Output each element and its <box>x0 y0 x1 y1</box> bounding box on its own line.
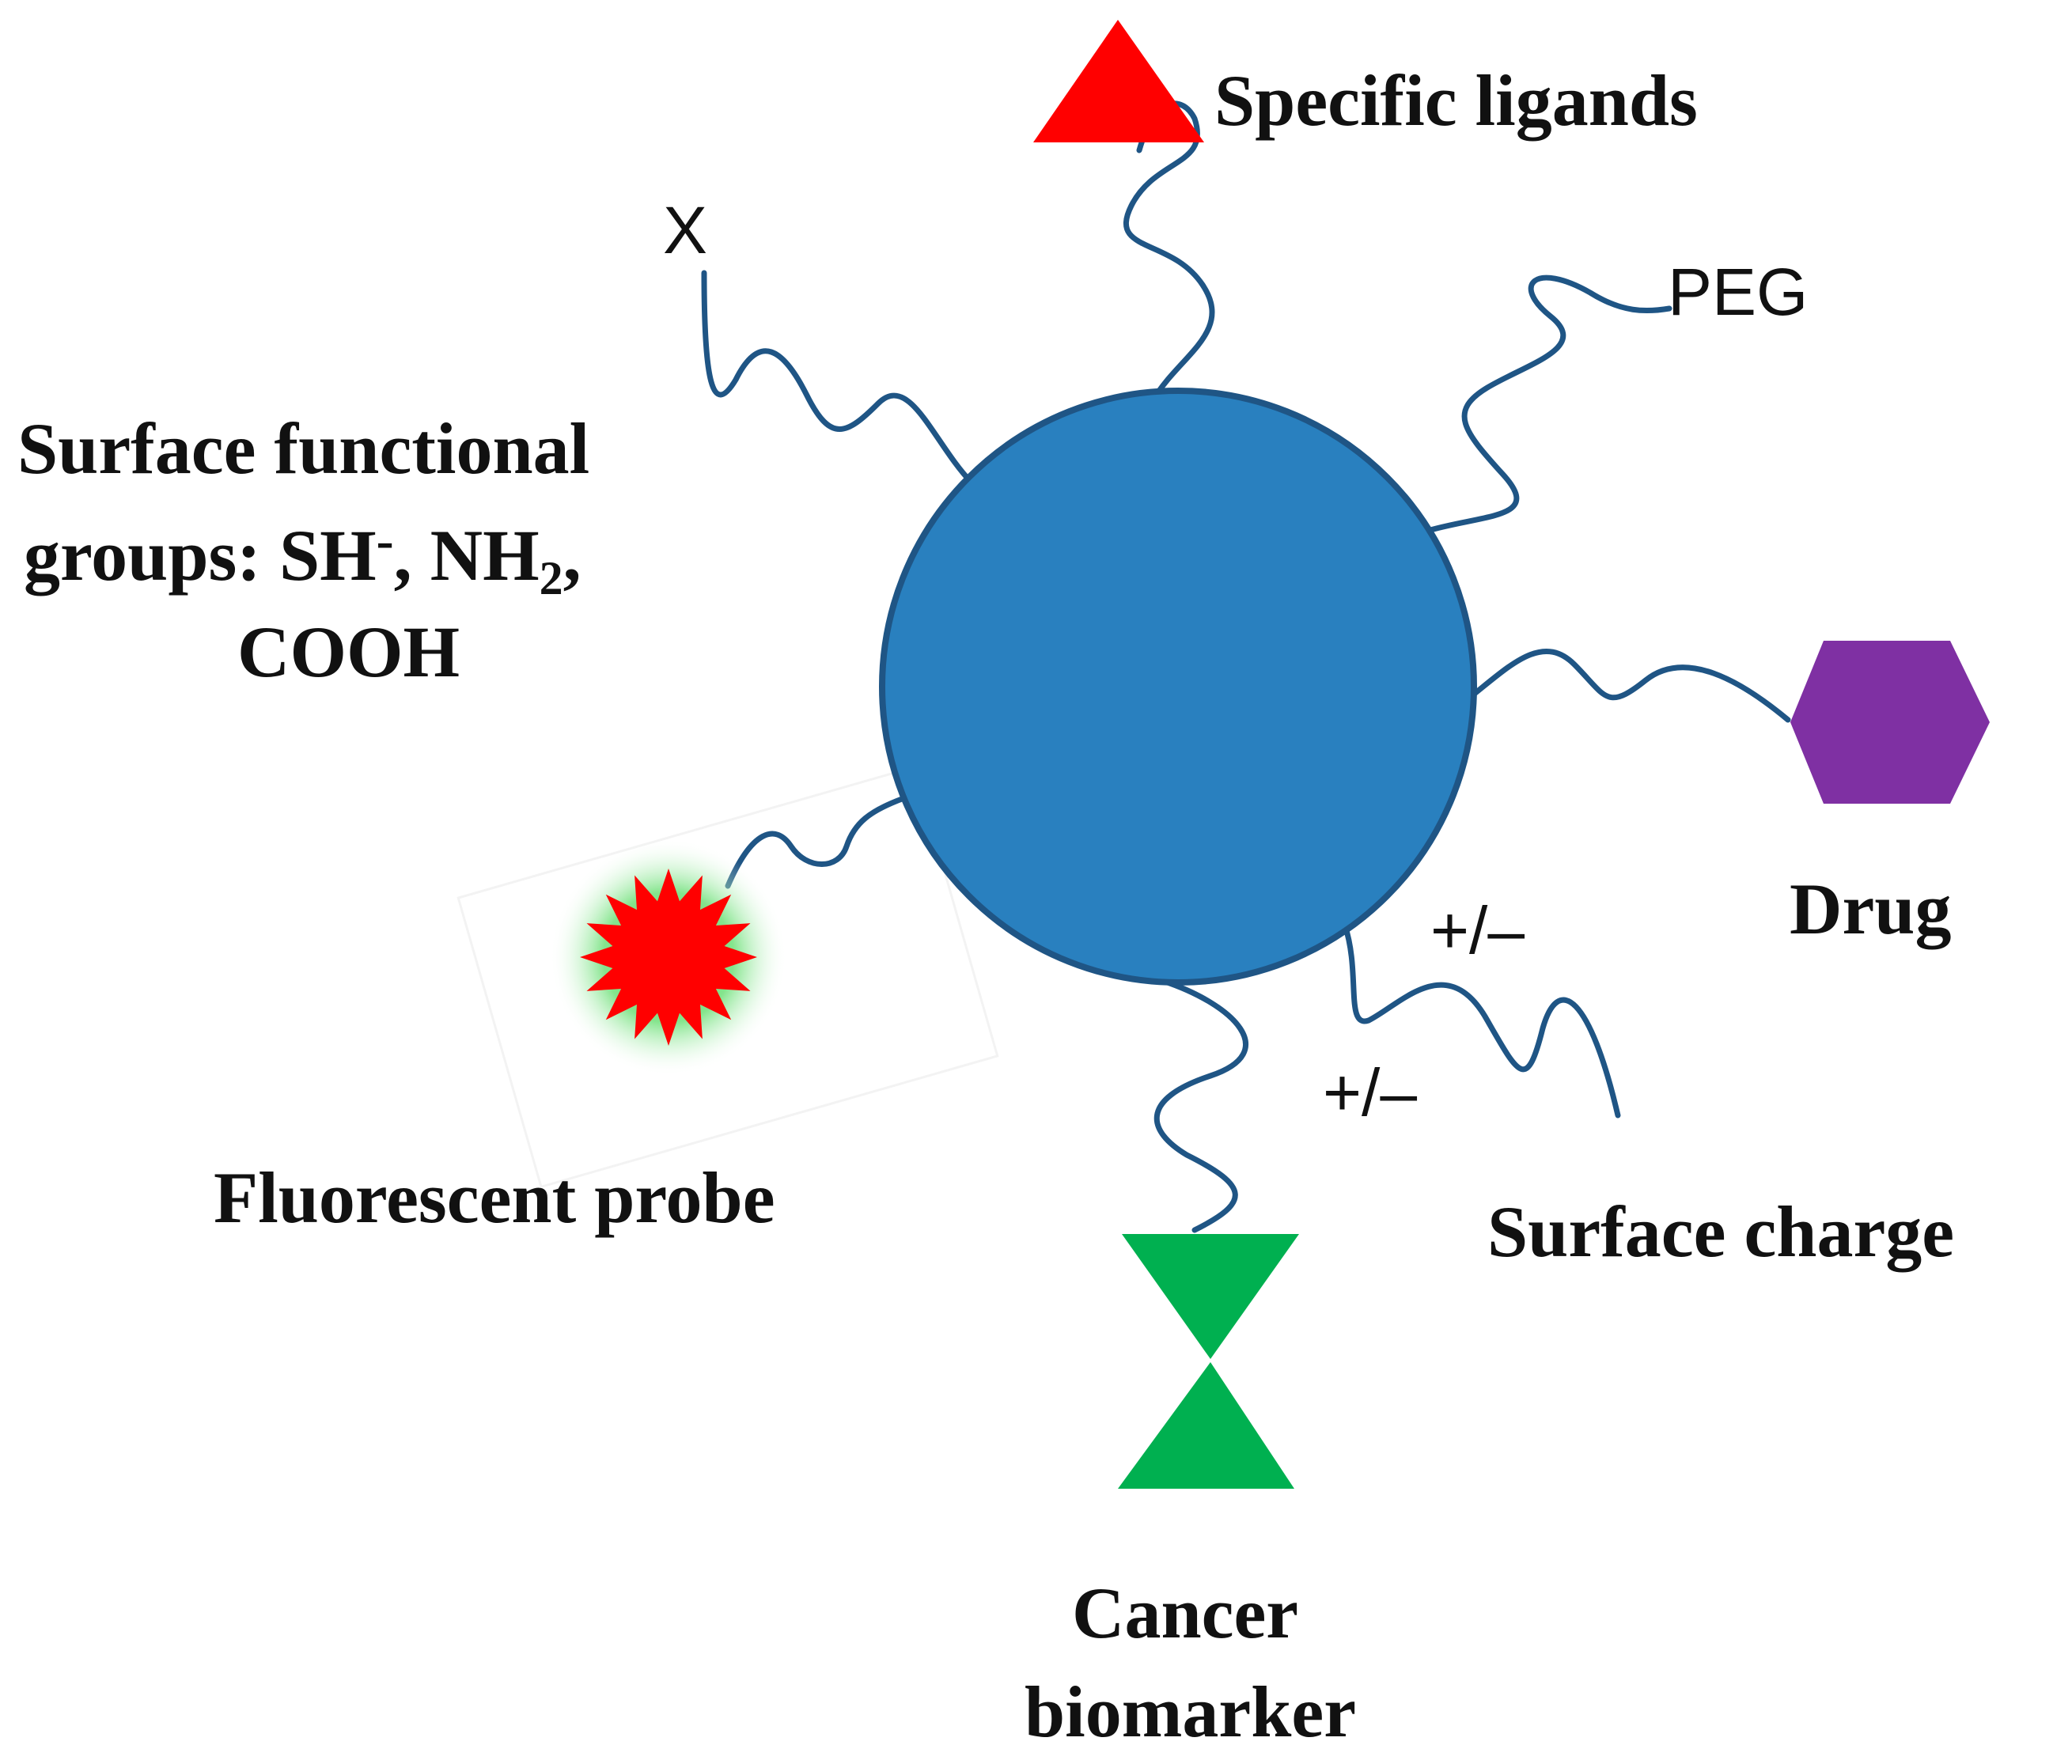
hourglass-icon <box>1118 1234 1299 1489</box>
surface-groups-suffix: , <box>563 515 581 596</box>
fluorescent-probe-label: Fluorescent probe <box>214 1157 775 1238</box>
probe-chain <box>725 796 905 889</box>
probe-frame <box>456 765 999 1189</box>
surface-groups-line3: COOH <box>237 611 460 692</box>
surface-groups-sub: 2 <box>540 552 563 604</box>
drug-label: Drug <box>1790 869 1951 949</box>
triangle-icon <box>1033 20 1204 142</box>
specific-ligands-label: Specific ligands <box>1214 60 1698 141</box>
surface-groups-prefix: groups: SH <box>24 515 377 596</box>
hexagon-icon <box>1790 641 1990 804</box>
surface-groups-line1: Surface functional <box>17 408 589 489</box>
cancer-biomarker-line2: biomarker <box>1025 1671 1356 1752</box>
ligand-chain <box>1123 100 1215 403</box>
cancer-biomarker-line1: Cancer <box>1072 1573 1298 1653</box>
peg-label: PEG <box>1668 255 1808 329</box>
surface-charge-label: Surface charge <box>1487 1191 1954 1272</box>
drug-chain <box>1468 648 1791 723</box>
charge-label-2: +/– <box>1323 1055 1417 1130</box>
surface-groups-mid: , NH <box>394 515 540 596</box>
peg-chain <box>1427 274 1672 533</box>
x-label: X <box>663 193 707 267</box>
surface-groups-sup: - <box>377 512 394 570</box>
nanoparticle <box>879 388 1477 986</box>
starburst-icon <box>550 838 787 1076</box>
surface-groups-line2: groups: SH-, NH2, <box>24 512 581 604</box>
charge-label-1: +/– <box>1430 893 1525 967</box>
charge-chain <box>1342 922 1621 1119</box>
biomarker-chain <box>1153 978 1248 1233</box>
x-chain-main <box>701 270 975 486</box>
